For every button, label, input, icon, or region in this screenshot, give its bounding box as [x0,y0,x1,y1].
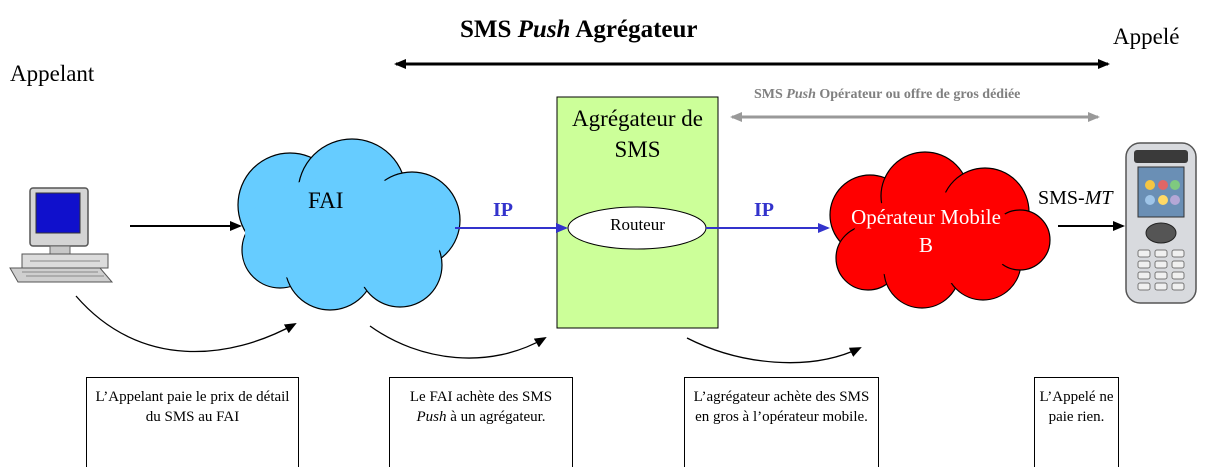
note-callee-free: L’Appelé ne paie rien. [1034,377,1119,467]
payment-curve-1 [75,295,297,353]
mobile-phone-icon [1125,142,1197,304]
operator-label: Opérateur Mobile B [851,205,1001,257]
fai-label: FAI [308,188,344,213]
ip-label-left: IP [493,199,513,221]
note-fai-buys: Le FAI achète des SMS Push à un agrégate… [389,377,573,467]
aggregator-label: Agrégateur de SMS [572,106,703,162]
sms-mt-label: SMS-MT [1038,187,1113,209]
callee-label: Appelé [1113,24,1180,49]
diagram-title: SMS Push Agrégateur [460,16,698,43]
caller-label: Appelant [10,61,95,86]
payment-curve-3 [686,337,862,364]
ip-label-right: IP [754,199,774,221]
note-aggregator-buys: L’agrégateur achète des SMS en gros à l’… [684,377,879,467]
note-caller-pays: L’Appelant paie le prix de détail du SMS… [86,377,299,467]
operator-offer-label: SMS Push Opérateur ou offre de gros dédi… [754,87,1021,102]
payment-curve-2 [369,325,547,359]
router-label: Routeur [610,215,665,234]
computer-icon [9,187,114,283]
